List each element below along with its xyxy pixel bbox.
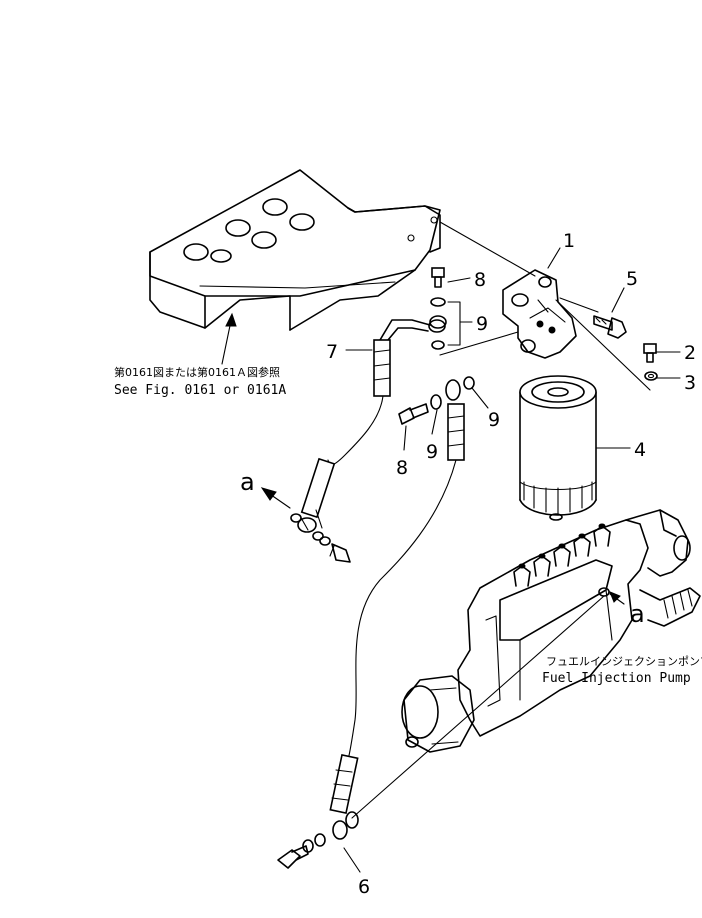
- ref-arrow-left: [260, 487, 291, 509]
- pump-label-jp: フュエルインジェクションポンプ: [546, 655, 702, 668]
- bolt-part-2: [643, 343, 657, 363]
- guide-line: [439, 331, 519, 356]
- washer-part-9-lower: [430, 376, 475, 410]
- callout-2: 2: [684, 342, 696, 364]
- bolt-part-8-upper: [431, 267, 445, 288]
- callout-numbers: 1 5 2 3 4 8 9 7 9 9 8 6 a a: [240, 230, 696, 898]
- hose-part-7: [297, 319, 446, 533]
- guide-line: [351, 595, 605, 819]
- ref-a-left: a: [240, 468, 255, 496]
- callout-7: 7: [326, 341, 338, 363]
- bolt-part-8-lower: [398, 403, 429, 425]
- callout-9-upper: 9: [476, 313, 488, 335]
- guide-line: [555, 299, 651, 391]
- pump-label-en: Fuel Injection Pump: [542, 671, 691, 686]
- mounting-bracket-assembly: [149, 169, 441, 365]
- notes: 第0161図または第0161Ａ図参照 See Fig. 0161 or 0161…: [114, 365, 702, 686]
- ref-a-right: a: [630, 600, 645, 628]
- hose-end-hardware-left: [290, 513, 351, 563]
- callout-9-mid: 9: [426, 441, 438, 463]
- callout-9-right: 9: [488, 409, 500, 431]
- washer-part-3: [644, 371, 658, 381]
- bolt-part-5: [559, 297, 627, 339]
- see-fig-note-en: See Fig. 0161 or 0161A: [114, 383, 286, 398]
- hose-part-6: [277, 403, 465, 869]
- callout-5: 5: [626, 268, 638, 290]
- filter-head: [502, 269, 577, 359]
- guide-line: [439, 221, 536, 277]
- callout-8-lower: 8: [396, 457, 408, 479]
- see-fig-note-jp: 第0161図または第0161Ａ図参照: [114, 365, 280, 379]
- fuel-injection-pump: [401, 509, 701, 753]
- callout-6: 6: [358, 876, 370, 898]
- callout-4: 4: [634, 439, 646, 461]
- callout-3: 3: [684, 372, 696, 394]
- callout-1: 1: [563, 230, 575, 252]
- callout-8-upper: 8: [474, 269, 486, 291]
- callout-leaders: [343, 247, 681, 873]
- delivery-valves: [513, 523, 611, 587]
